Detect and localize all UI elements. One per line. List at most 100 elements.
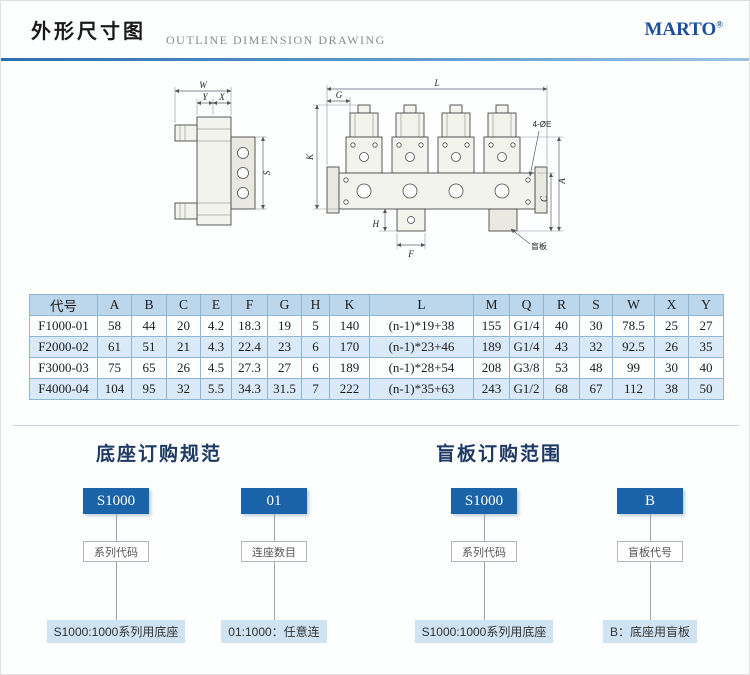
dimension-value-cell: 155 (473, 315, 510, 337)
dim-label-l: L (433, 78, 439, 88)
dimension-value-cell: 25 (654, 315, 689, 337)
dimension-value-cell: 5.5 (200, 378, 232, 400)
dimension-value-cell: G1/2 (509, 378, 544, 400)
order-column-blind-code: B 盲板代号 B：底座用盲板 (565, 488, 735, 643)
order-column-series-blind: S1000 系列代码 S1000:1000系列用底座 (399, 488, 569, 643)
dim-label-s: S (262, 170, 272, 175)
dimension-value-cell: 48 (579, 357, 613, 379)
order-code-box: S1000 (451, 488, 517, 514)
header-divider (1, 58, 749, 61)
connector-line (115, 514, 117, 541)
dim-label-y: Y (202, 92, 208, 102)
dimension-value-cell: 243 (473, 378, 510, 400)
dimension-value-cell: 170 (329, 336, 370, 358)
dimension-value-cell: 31.5 (267, 378, 302, 400)
manifold-front-view-drawing: L G (305, 78, 567, 259)
dim-label-a: A (557, 178, 567, 185)
dimension-value-cell: 21 (166, 336, 201, 358)
connector-line (483, 514, 485, 541)
table-header-cell: G (267, 294, 302, 316)
order-field-label: 系列代码 (83, 541, 149, 562)
hole-callout-label: 4-ØE (533, 120, 552, 129)
dimension-value-cell: 222 (329, 378, 370, 400)
blind-plate-shape (488, 208, 518, 232)
dim-label-x: X (218, 92, 225, 102)
dim-label-h: H (372, 219, 380, 229)
brand-logo: MARTO® (644, 19, 723, 41)
dimension-value-cell: 27 (267, 357, 302, 379)
model-code-cell: F3000-03 (29, 357, 98, 379)
dimension-value-cell: 26 (166, 357, 201, 379)
table-header-cell: K (329, 294, 370, 316)
outline-dimension-drawings: W Y X S (174, 78, 567, 259)
order-code-box: 01 (241, 488, 307, 514)
dimension-value-cell: 51 (131, 336, 167, 358)
dimension-value-cell: 18.3 (231, 315, 268, 337)
dimension-value-cell: 208 (473, 357, 510, 379)
dimension-value-cell: 4.3 (200, 336, 232, 358)
dimension-value-cell: 4.5 (200, 357, 232, 379)
dimension-value-cell: 40 (688, 357, 724, 379)
dimension-value-cell: 32 (166, 378, 201, 400)
dimension-value-cell: 44 (131, 315, 167, 337)
dimension-value-cell: 53 (543, 357, 580, 379)
dimension-value-cell: (n-1)*28+54 (369, 357, 474, 379)
dimension-value-cell: 104 (97, 378, 132, 400)
table-header-cell: H (301, 294, 330, 316)
dimension-value-cell: 5 (301, 315, 330, 337)
dimension-value-cell: 34.3 (231, 378, 268, 400)
table-header-cell: Q (509, 294, 544, 316)
page-subtitle: OUTLINE DIMENSION DRAWING (166, 33, 386, 47)
dim-label-g: G (336, 90, 343, 100)
base-ordering-title: 底座订购规范 (96, 444, 223, 465)
order-note: S1000:1000系列用底座 (414, 620, 554, 643)
model-code-cell: F2000-02 (29, 336, 98, 358)
order-note: S1000:1000系列用底座 (46, 620, 186, 643)
dimension-value-cell: 23 (267, 336, 302, 358)
registered-mark: ® (716, 19, 723, 30)
brand-text: MARTO (644, 19, 717, 40)
dim-label-f: F (407, 249, 414, 259)
table-header-cell: S (579, 294, 613, 316)
table-header-cell: A (97, 294, 132, 316)
table-header-cell: M (473, 294, 510, 316)
dimension-value-cell: 75 (97, 357, 132, 379)
dimension-value-cell: 22.4 (231, 336, 268, 358)
page-title: 外形尺寸图 (31, 21, 146, 43)
table-header-cell: R (543, 294, 580, 316)
dimension-value-cell: 26 (654, 336, 689, 358)
dimension-value-cell: (n-1)*19+38 (369, 315, 474, 337)
blind-plate-ordering-title: 盲板订购范围 (436, 444, 563, 465)
dimension-value-cell: 112 (612, 378, 655, 400)
table-header-cell: W (612, 294, 655, 316)
order-code-box: S1000 (83, 488, 149, 514)
dimension-value-cell: 140 (329, 315, 370, 337)
dimension-value-cell: 35 (688, 336, 724, 358)
dimension-value-cell: 30 (579, 315, 613, 337)
dimension-value-cell: 38 (654, 378, 689, 400)
dimension-value-cell: 99 (612, 357, 655, 379)
dimension-value-cell: 68 (543, 378, 580, 400)
valve-side-view-drawing: W Y X S (174, 80, 272, 226)
dimension-value-cell: (n-1)*35+63 (369, 378, 474, 400)
order-code-box: B (617, 488, 683, 514)
valve-stations (345, 104, 521, 174)
dimension-value-cell: G1/4 (509, 336, 544, 358)
connector-line (273, 514, 275, 541)
dim-label-w: W (199, 80, 208, 90)
table-header-cell: F (231, 294, 268, 316)
dimension-value-cell: 78.5 (612, 315, 655, 337)
dimension-value-cell: 189 (473, 336, 510, 358)
dim-label-c: C (539, 195, 549, 202)
table-header-cell: X (654, 294, 689, 316)
blind-plate-label: 盲板 (531, 241, 547, 251)
dimension-value-cell: 6 (301, 336, 330, 358)
dimension-value-cell: G3/8 (509, 357, 544, 379)
dimension-value-cell: 27.3 (231, 357, 268, 379)
